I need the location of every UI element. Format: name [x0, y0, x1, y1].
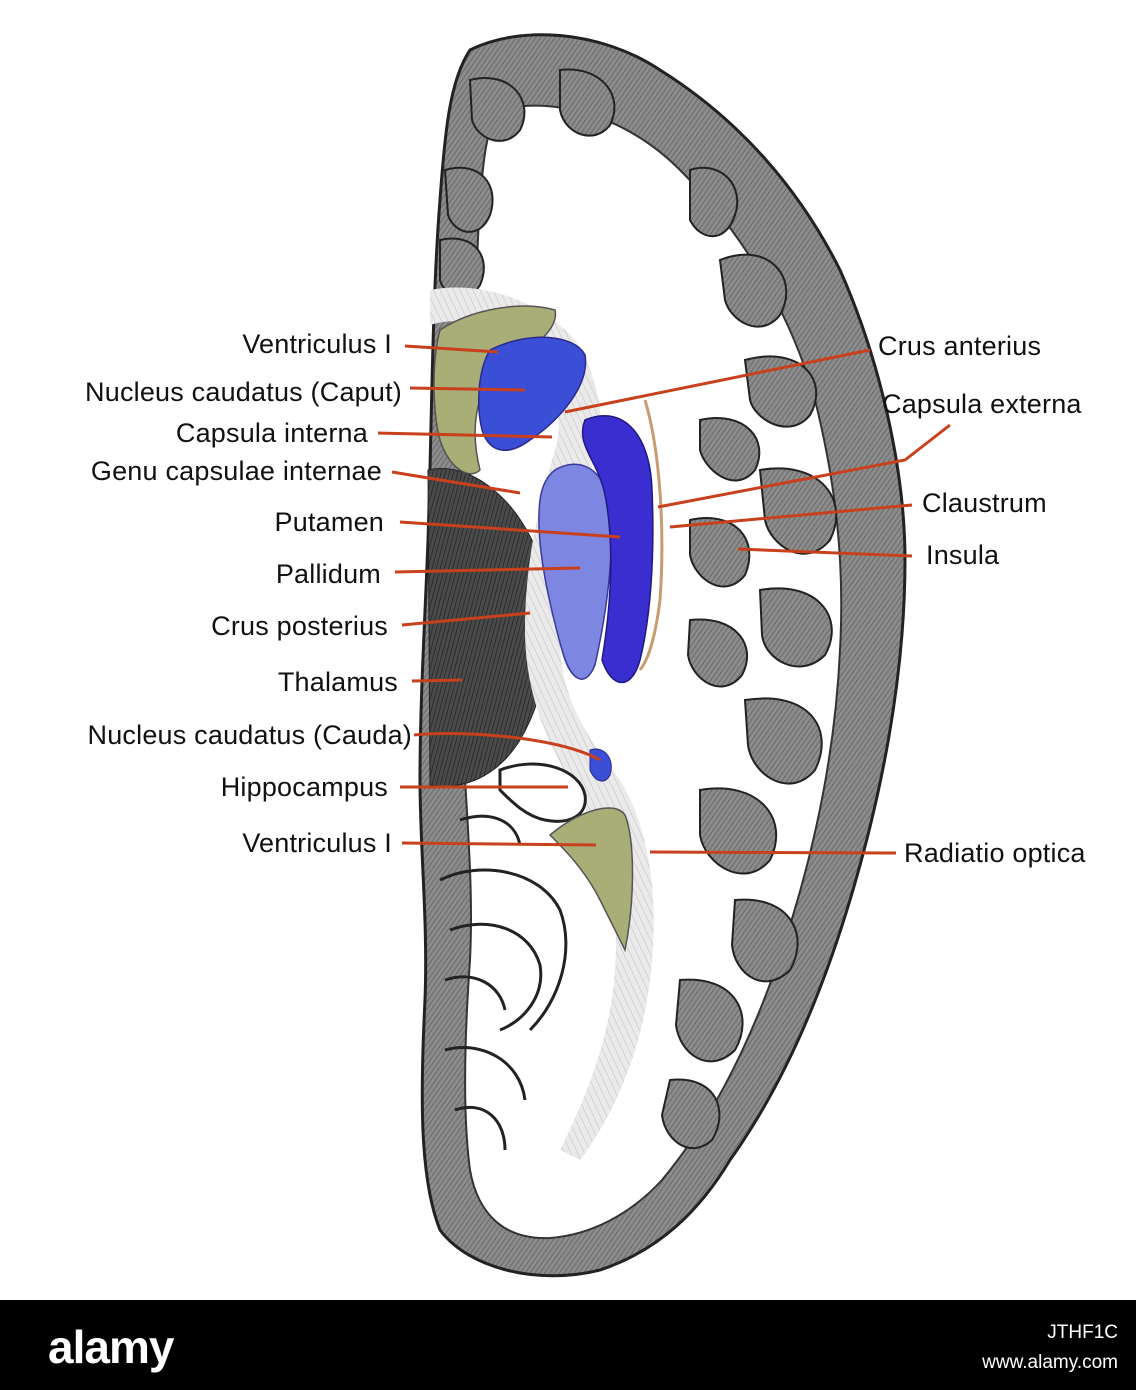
alamy-logo: alamy: [48, 1321, 174, 1373]
label-pallidum: Pallidum: [275, 559, 381, 589]
label-ventriculus-bottom: Ventriculus I: [242, 828, 392, 858]
leader-putamen: [399, 520, 621, 539]
leader-pallidum: [394, 566, 581, 574]
label-thalamus: Thalamus: [277, 667, 398, 697]
leader-caudatus-cauda: [413, 732, 601, 762]
label-genu-capsulae-internae: Genu capsulae internae: [90, 456, 382, 486]
temporal-folds: [439, 814, 568, 1151]
label-crus-anterius: Crus anterius: [878, 331, 1042, 361]
leader-claustrum: [669, 503, 913, 529]
anatomy-figure: Ventriculus I Nucleus caudatus (Caput) C…: [85, 33, 1086, 1278]
label-radiatio-optica: Radiatio optica: [904, 838, 1086, 868]
label-crus-posterius: Crus posterius: [211, 611, 388, 641]
label-capsula-externa: Capsula externa: [882, 389, 1082, 419]
brain-section-illustration: [377, 33, 951, 1278]
image-id: JTHF1C: [1047, 1322, 1118, 1343]
leader-radiatio-optica: [649, 850, 897, 855]
label-ventriculus-top: Ventriculus I: [242, 329, 392, 359]
leader-ventriculus-top: [404, 344, 499, 354]
stock-footer-bar: alamy JTHF1C www.alamy.com: [0, 1300, 1136, 1390]
leader-crus-anterius: [564, 348, 871, 414]
label-insula: Insula: [926, 540, 1000, 570]
leader-thalamus: [411, 678, 463, 683]
label-nucleus-caudatus-caput: Nucleus caudatus (Caput): [85, 377, 402, 407]
site-url: www.alamy.com: [982, 1352, 1118, 1373]
label-capsula-interna: Capsula interna: [175, 418, 368, 448]
leader-lines: [377, 344, 951, 855]
leader-ventriculus-bottom: [401, 841, 597, 847]
putamen: [581, 415, 654, 684]
label-putamen: Putamen: [274, 507, 384, 537]
label-claustrum: Claustrum: [922, 488, 1047, 518]
leader-caudatus-caput: [409, 386, 526, 392]
leader-crus-posterius: [401, 611, 531, 627]
hippocampus-shape: [498, 762, 587, 823]
leader-genu: [391, 470, 521, 495]
leader-capsula-interna: [377, 431, 553, 439]
label-hippocampus: Hippocampus: [220, 772, 388, 802]
claustrum: [638, 399, 664, 671]
leader-capsula-externa: [657, 423, 951, 509]
label-nucleus-caudatus-cauda: Nucleus caudatus (Cauda): [87, 720, 412, 750]
leader-insula: [737, 547, 913, 558]
